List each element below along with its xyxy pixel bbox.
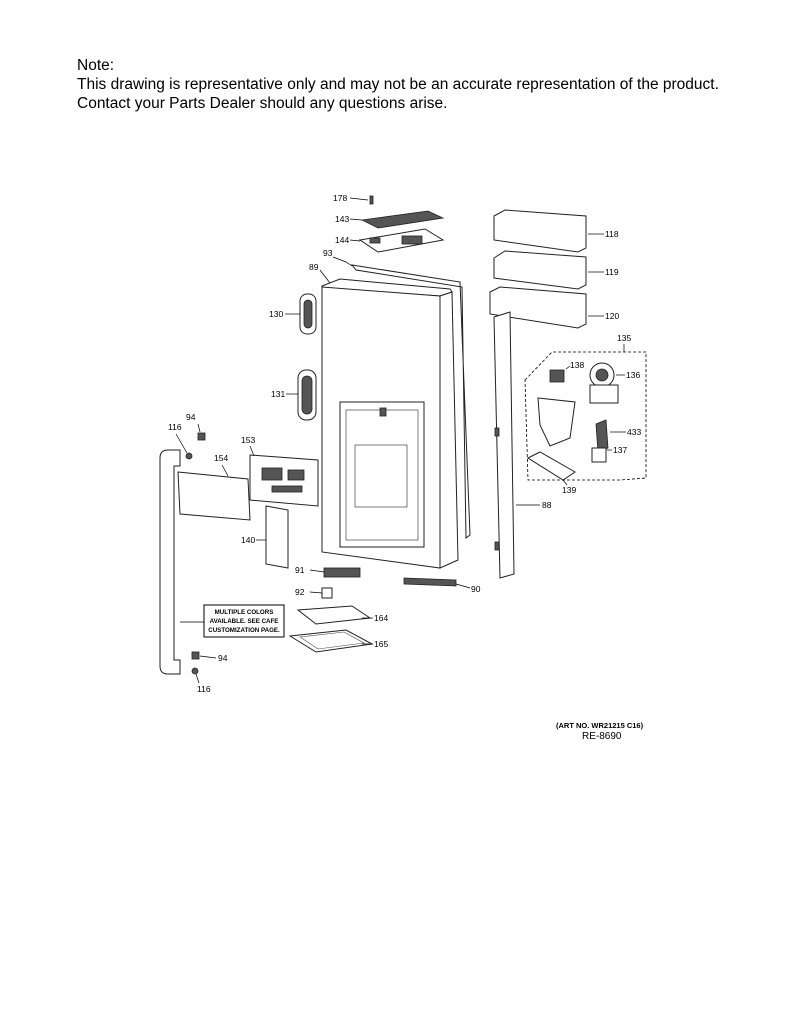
callout-line-1: MULTIPLE COLORS (215, 609, 274, 616)
part-130-handle-bracket: 130 (269, 293, 317, 335)
part-131-handle-bracket: 131 (271, 369, 317, 421)
label-131: 131 (271, 389, 285, 399)
label-178: 178 (333, 193, 347, 203)
part-165-drip-tray: 165 (288, 629, 388, 653)
part-92-clip: 92 (295, 587, 333, 599)
part-143-cover: 143 (335, 210, 445, 229)
label-137: 137 (613, 445, 627, 455)
part-153-display-board: 153 (241, 435, 319, 507)
label-119: 119 (605, 267, 619, 277)
disclaimer-note: Note: This drawing is representative onl… (77, 56, 719, 113)
part-94-screw-bottom: 94 (191, 651, 228, 663)
label-92: 92 (295, 587, 305, 597)
label-88: 88 (542, 500, 552, 510)
part-94-screw-top: 94 (186, 412, 206, 441)
label-165: 165 (374, 639, 388, 649)
note-line-2: Contact your Parts Dealer should any que… (77, 95, 448, 112)
label-164: 164 (374, 613, 388, 623)
label-140: 140 (241, 535, 255, 545)
label-120: 120 (605, 311, 619, 321)
label-144: 144 (335, 235, 349, 245)
part-90-rail: 90 (403, 577, 481, 594)
label-143: 143 (335, 214, 349, 224)
part-164-cover-plate: 164 (296, 605, 388, 625)
part-91-bracket: 91 (295, 565, 361, 578)
part-88-door-trim: 88 (493, 311, 552, 579)
callout-line-2: AVAILABLE. SEE CAFE (210, 618, 279, 625)
label-89: 89 (309, 262, 319, 272)
part-154-display-panel: 154 (177, 453, 251, 521)
label-94-bottom: 94 (218, 653, 228, 663)
part-89-door-assembly: 89 (309, 262, 459, 569)
part-door-handle (159, 449, 204, 675)
label-139: 139 (562, 485, 576, 495)
label-116-bottom: 116 (197, 684, 211, 694)
label-116-top: 116 (168, 422, 182, 432)
label-90: 90 (471, 584, 481, 594)
label-138: 138 (570, 360, 584, 370)
art-number: (ART NO. WR21215 C16) (556, 721, 644, 730)
callout-line-3: CUSTOMIZATION PAGE. (208, 627, 280, 634)
note-heading: Note: (77, 57, 115, 74)
part-144-control-board: 144 (335, 228, 445, 253)
label-130: 130 (269, 309, 283, 319)
part-120-door-bin: 120 (489, 286, 619, 329)
label-433: 433 (627, 427, 641, 437)
label-118: 118 (605, 229, 619, 239)
label-154: 154 (214, 453, 228, 463)
part-119-door-bin: 119 (493, 250, 619, 290)
part-135-dispenser-assembly: 135 138 136 433 137 139 (524, 333, 647, 495)
part-140-trim: 140 (241, 505, 289, 569)
part-116-plug-bottom: 116 (191, 667, 211, 694)
label-91: 91 (295, 565, 305, 575)
color-callout-box: MULTIPLE COLORS AVAILABLE. SEE CAFE CUST… (203, 604, 285, 638)
part-116-plug-top: 116 (168, 422, 193, 460)
note-line-1: This drawing is representative only and … (77, 76, 719, 93)
label-136: 136 (626, 370, 640, 380)
part-118-door-bin: 118 (493, 209, 619, 253)
label-93: 93 (323, 248, 333, 258)
label-135: 135 (617, 333, 631, 343)
reference-number: RE-8690 (582, 731, 622, 742)
label-153: 153 (241, 435, 255, 445)
part-178-screw: 178 (333, 193, 374, 205)
part-93-door-gasket: 93 (323, 248, 471, 539)
label-94-top: 94 (186, 412, 196, 422)
